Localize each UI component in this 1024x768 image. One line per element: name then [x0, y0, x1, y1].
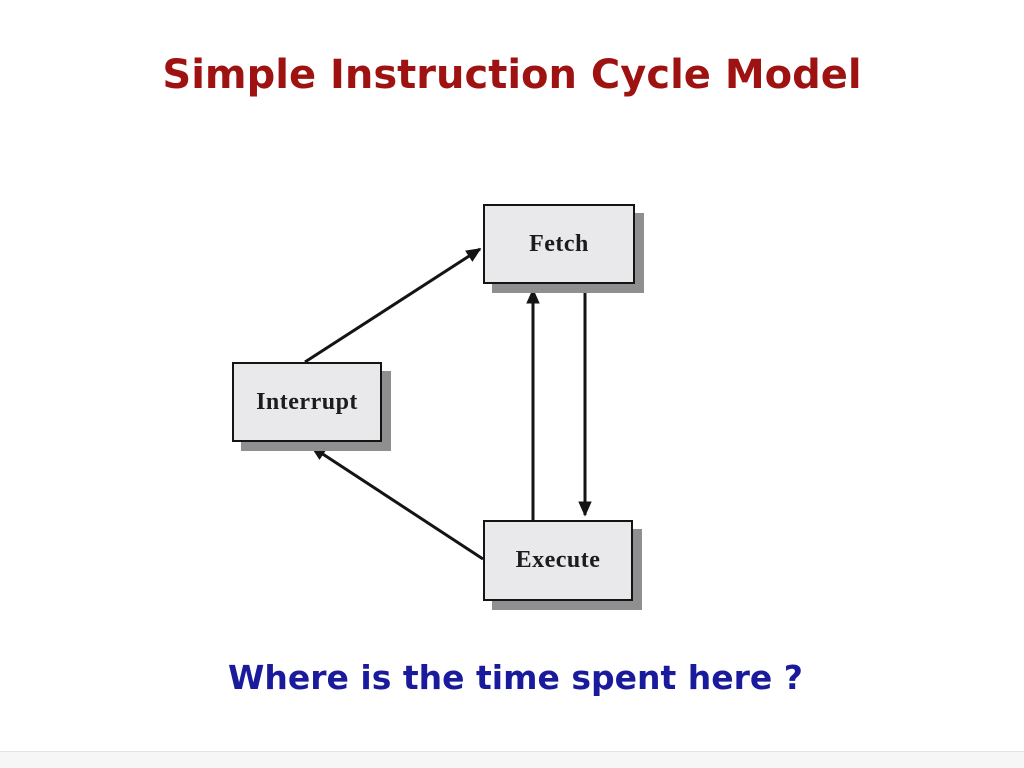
fetch-box: Fetch — [483, 204, 635, 284]
execute-label: Execute — [515, 547, 601, 573]
interrupt-box: Interrupt — [232, 362, 382, 442]
execute-box: Execute — [483, 520, 633, 601]
interrupt-label: Interrupt — [256, 388, 358, 415]
edge-execute-to-interrupt — [310, 445, 484, 561]
slide-title: Simple Instruction Cycle Model — [162, 52, 862, 98]
footer-bar — [0, 751, 1024, 768]
fetch-label: Fetch — [529, 230, 589, 257]
edge-interrupt-to-fetch — [304, 247, 482, 364]
caption: Where is the time spent here ? — [228, 658, 803, 697]
